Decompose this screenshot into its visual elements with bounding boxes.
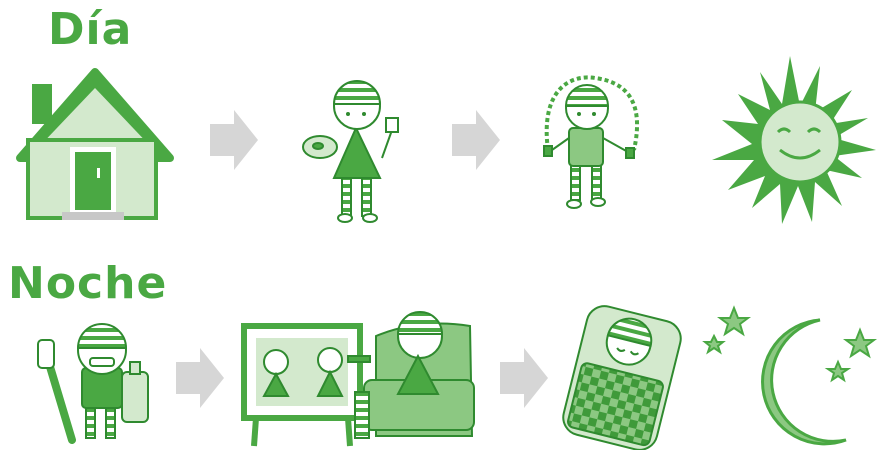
sun-icon [712, 56, 876, 224]
moon-and-stars-icon [705, 308, 874, 444]
arrow-right-icon [176, 348, 224, 408]
girl-sleeping-icon [559, 302, 684, 450]
girl-brushing-teeth-icon [38, 324, 148, 440]
girl-cooking-icon [303, 81, 398, 222]
arrow-right-icon [210, 110, 258, 170]
house-icon [20, 72, 170, 220]
arrow-right-icon [452, 110, 500, 170]
girl-watching-tv-icon [244, 312, 474, 446]
girl-jump-rope-icon [544, 77, 637, 208]
arrow-right-icon [500, 348, 548, 408]
